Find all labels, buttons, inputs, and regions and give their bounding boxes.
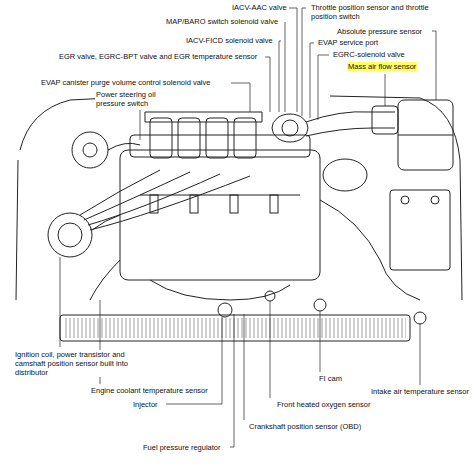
callout-label: MAP/BARO switch solenoid valve (165, 17, 279, 26)
callout-label: Mass air flow sensor (347, 62, 417, 71)
callout-label: Injector (132, 400, 159, 409)
callout-label: EGRC-solenoid valve (332, 50, 406, 59)
callout-label: Ignition coil, power transistor and cams… (14, 350, 134, 377)
engine-outline (16, 96, 462, 341)
callout-label: Fuel pressure regulator (142, 443, 222, 452)
callout-label: EVAP canister purge volume control solen… (40, 78, 211, 87)
callout-label: Intake air temperature sensor (370, 387, 470, 396)
callout-label: Power steering oil pressure switch (95, 90, 177, 108)
callout-label: Front heated oxygen sensor (276, 400, 371, 409)
callout-label: IACV-AAC valve (231, 3, 288, 12)
callout-label: Engine coolant temperature sensor (90, 386, 209, 395)
callout-label: IACV-FICD solenoid valve (185, 36, 274, 45)
callout-label: EGR valve, EGRC-BPT valve and EGR temper… (58, 52, 258, 61)
callout-label: Throttle position sensor and throttle po… (310, 3, 434, 21)
callout-label: EVAP service port (317, 38, 379, 47)
callout-label: Absolute pressure sensor (336, 27, 423, 36)
leader-lines (60, 8, 436, 447)
callout-label: Crankshaft position sensor (OBD) (248, 422, 362, 431)
callout-label: FI cam (318, 374, 343, 383)
